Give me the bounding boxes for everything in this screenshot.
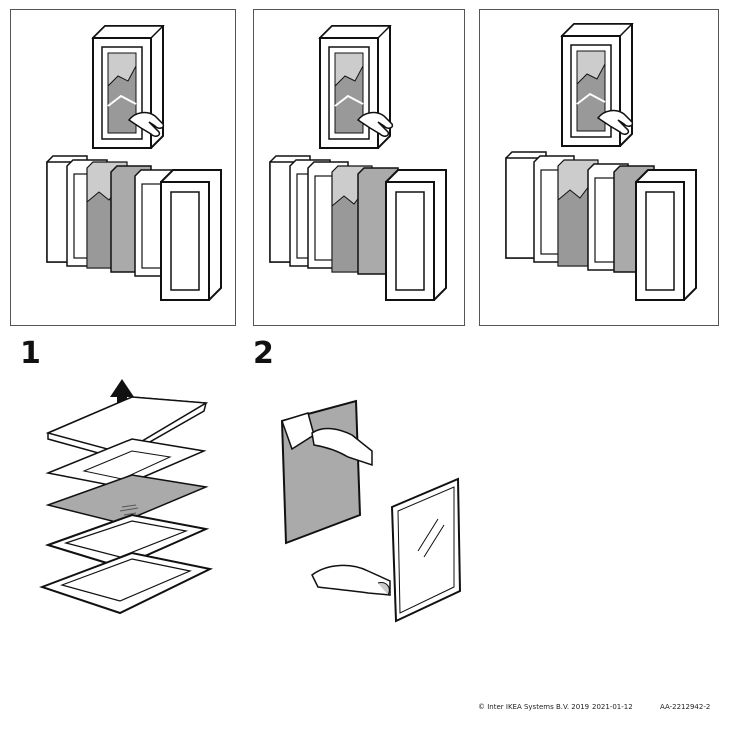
glass-pane — [390, 477, 462, 623]
document-id: AA-2212942-2 — [660, 703, 711, 711]
exploded-view-illustration-a — [46, 25, 222, 301]
backing-board-with-film — [280, 399, 362, 545]
step-number-1: 1 — [20, 336, 41, 371]
step-2-illustration — [280, 399, 462, 623]
exploded-view-illustration-b — [269, 25, 447, 301]
hand-icon — [311, 564, 391, 596]
step-1-illustration — [39, 379, 214, 615]
document-date: 2021-01-12 — [592, 703, 633, 711]
panel-option-c — [479, 9, 719, 326]
copyright-text: © Inter IKEA Systems B.V. 2019 — [478, 703, 590, 711]
exploded-view-illustration-c — [505, 23, 697, 301]
panel-option-b — [253, 9, 465, 326]
step-number-2: 2 — [253, 336, 274, 371]
panel-option-a — [10, 9, 236, 326]
hand-icon — [311, 427, 373, 467]
